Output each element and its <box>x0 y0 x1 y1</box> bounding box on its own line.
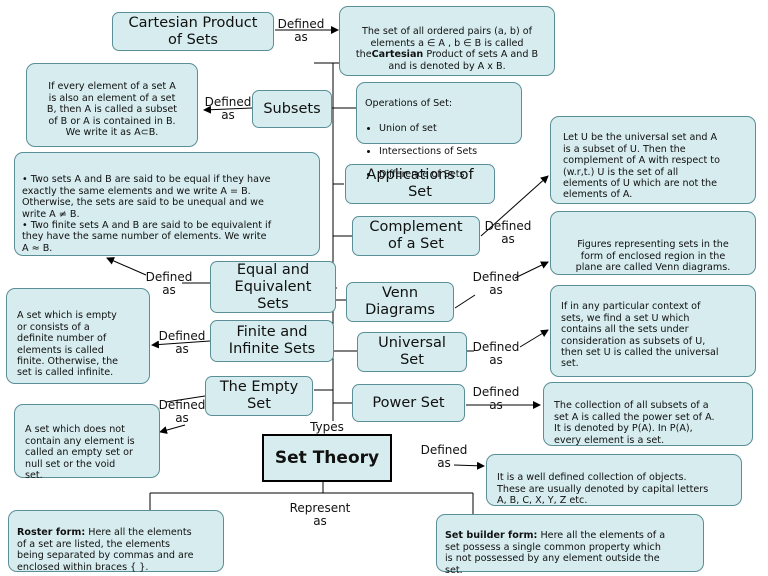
defined-as-label: Defined as <box>204 95 252 122</box>
empty-set-label: The Empty Set <box>219 379 299 412</box>
finite-infinite-definition: A set which is empty or consists of a de… <box>6 288 150 384</box>
complement-definition: Let U be the universal set and A is a su… <box>550 116 756 204</box>
subsets-label: Subsets <box>263 100 321 117</box>
power-set-label: Power Set <box>372 394 445 411</box>
operation-difference: Difference of Sets <box>379 169 513 180</box>
operations-title: Operations of Set: <box>365 98 453 110</box>
universal-definition: If in any particular context of sets, we… <box>550 285 756 377</box>
finite-infinite-label: Finite and Infinite Sets <box>228 324 316 357</box>
set-theory-title: Set Theory <box>274 448 380 468</box>
venn-diagrams-node[interactable]: Venn Diagrams <box>346 282 454 322</box>
equal-equivalent-definition: • Two sets A and B are said to be equal … <box>14 152 320 256</box>
set-theory-node[interactable]: Set Theory <box>262 434 392 482</box>
power-set-node[interactable]: Power Set <box>352 384 465 422</box>
universal-set-label: Universal Set <box>378 335 446 368</box>
defined-as-label: Defined as <box>277 17 325 44</box>
subsets-node[interactable]: Subsets <box>252 90 332 128</box>
defined-as-label: Defined as <box>484 219 532 246</box>
empty-set-definition: A set which does not contain any element… <box>14 404 160 481</box>
applications-label: Applications of Set <box>366 167 474 200</box>
defined-as-label: Defined as <box>158 329 206 356</box>
subsets-definition: If every element of a set A is also an e… <box>26 63 198 147</box>
roster-form-definition: Roster form: Here all the elements of a … <box>8 510 224 573</box>
operation-union: Union of set <box>379 123 513 134</box>
universal-set-node[interactable]: Universal Set <box>357 332 467 372</box>
cartesian-product-node[interactable]: Cartesian Product of Sets <box>112 12 274 51</box>
set-theory-definition: It is a well defined collection of objec… <box>486 454 742 506</box>
power-set-definition: The collection of all subsets of a set A… <box>543 382 753 446</box>
applications-node[interactable]: Applications of Set <box>345 164 495 204</box>
finite-infinite-node[interactable]: Finite and Infinite Sets <box>210 320 334 362</box>
defined-as-label: Defined as <box>158 398 206 425</box>
defined-as-label: Defined as <box>472 385 520 412</box>
complement-label: Complement of a Set <box>369 219 463 252</box>
venn-diagrams-label: Venn Diagrams <box>365 285 435 318</box>
operation-intersection: Intersections of Sets <box>379 146 513 157</box>
complement-node[interactable]: Complement of a Set <box>352 216 480 256</box>
set-builder-form-definition: Set builder form: Here all the elements … <box>436 514 704 576</box>
defined-as-label: Defined as <box>420 443 468 470</box>
equal-equivalent-label: Equal and Equivalent Sets <box>234 261 312 312</box>
venn-definition: Figures representing sets in the form of… <box>550 211 756 275</box>
defined-as-label: Defined as <box>145 270 193 297</box>
equal-equivalent-node[interactable]: Equal and Equivalent Sets <box>210 261 336 313</box>
defined-as-label: Defined as <box>472 270 520 297</box>
defined-as-label: Defined as <box>472 340 520 367</box>
types-label: Types <box>310 420 344 434</box>
cartesian-definition: The set of all ordered pairs (a, b) of e… <box>339 6 555 76</box>
cartesian-product-label: Cartesian Product of Sets <box>128 14 258 48</box>
empty-set-node[interactable]: The Empty Set <box>205 376 313 416</box>
operations-box: Operations of Set: Union of set Intersec… <box>356 82 522 180</box>
represent-as-label: Represent as <box>282 502 358 528</box>
